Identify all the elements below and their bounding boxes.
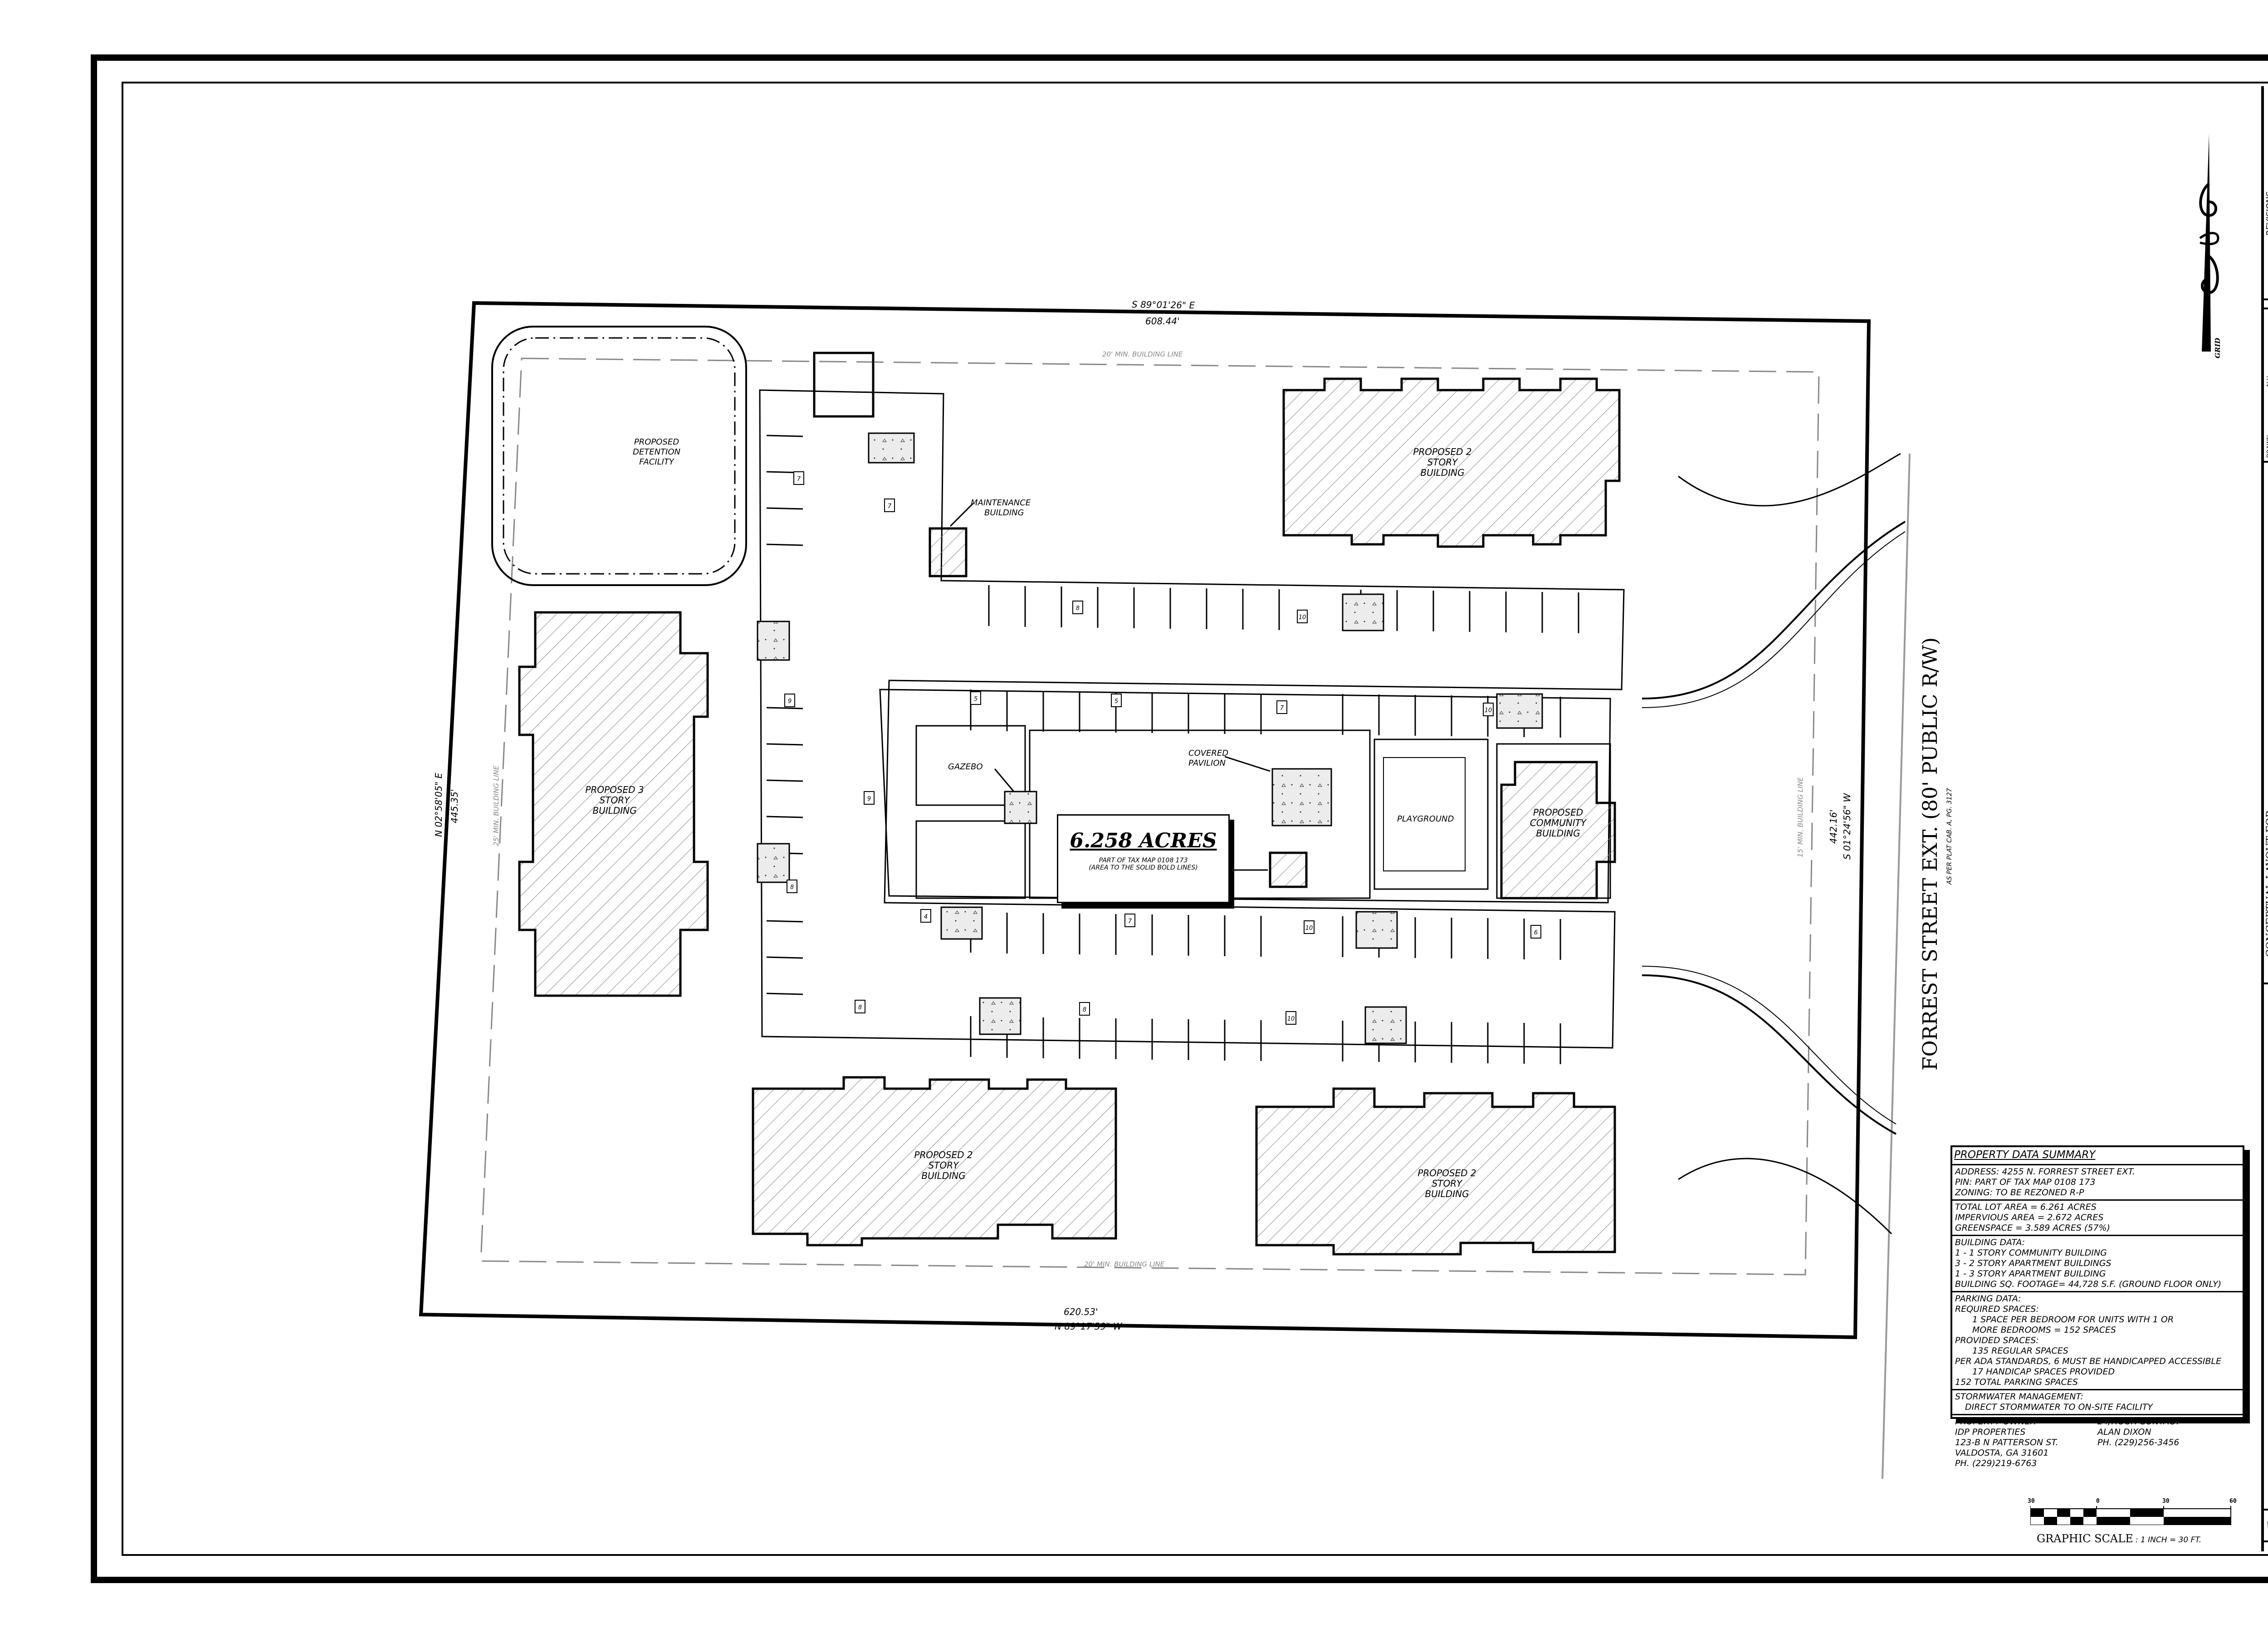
covered-pavilion (1271, 768, 1332, 826)
building-west (518, 611, 709, 997)
pds-stormwater: STORMWATER MANAGEMENT: DIRECT STORMWATER… (1952, 1389, 2243, 1414)
graphic-scale-title: GRAPHIC SCALE (2037, 1532, 2133, 1545)
south-bearing: N 89°17'39" W (1055, 1321, 1122, 1332)
north-distance: 608.44' (1145, 316, 1180, 327)
svg-text:5: 5 (974, 696, 978, 703)
graphic-scale: 30 0 30 60 GRAPHIC SCALE : 1 INCH = 30 F… (2028, 1498, 2237, 1545)
setback-label-east: 15' MIN. BUILDING LINE (1796, 777, 1804, 857)
playground (1383, 757, 1466, 871)
graphic-scale-ratio: : 1 INCH = 30 FT. (2135, 1535, 2202, 1545)
space-count-markers: 7 7 8 10 9 5 5 7 10 9 4 7 10 6 8 8 8 10 (784, 471, 1541, 1025)
maintenance-building (929, 527, 968, 577)
pds-owner: PROPERTY OWNER IDP PROPERTIES 123-B N PA… (1955, 1417, 2058, 1468)
west-distance: 445.35' (449, 789, 460, 823)
pds-24hr-contact: 24/HOUR CONTACT ALAN DIXON PH. (229)256-… (2097, 1417, 2181, 1447)
detention-label: PROPOSED DETENTION FACILITY (633, 437, 681, 467)
property-boundary (419, 301, 1871, 1340)
sheet-outer-border (91, 54, 2268, 1583)
mail-kiosk (1269, 851, 1308, 888)
svg-text:10: 10 (1287, 1016, 1295, 1022)
project-title-block: CONCEPTUAL LAYOUT FOR: FORREST STREET AP… (2264, 463, 2268, 984)
svg-text:7: 7 (888, 503, 892, 510)
scale-bar (2030, 1506, 2231, 1525)
work-order: WORK ORDER: 6639 (2264, 1511, 2268, 1542)
pds-building-data: BUILDING DATA: 1 - 1 STORY COMMUNITY BUI… (1952, 1235, 2243, 1291)
pavilion-label: COVERED PAVILION (1188, 748, 1229, 768)
svg-text:10: 10 (1305, 925, 1313, 932)
setback-label-south: 20' MIN. BUILDING LINE (1084, 1260, 1165, 1268)
west-bearing: N 02°58'05" E (433, 772, 444, 837)
east-bearing: S 01°24'56" W (1842, 793, 1853, 860)
property-data-summary: PROPERTY DATA SUMMARY ADDRESS: 4255 N. F… (1950, 1145, 2244, 1468)
pds-title: PROPERTY DATA SUMMARY (1954, 1149, 2096, 1161)
building-se-label: PROPOSED 2 STORY BUILDING (1418, 1168, 1476, 1199)
community-building-label: PROPOSED COMMUNITY BUILDING (1530, 807, 1587, 839)
svg-text:10: 10 (1485, 707, 1492, 714)
acreage-value: 6.258 ACRES (1070, 829, 1217, 852)
building-sw-label: PROPOSED 2 STORY BUILDING (914, 1149, 973, 1181)
pds-parking-data: PARKING DATA: REQUIRED SPACES: 1 SPACE P… (1952, 1291, 2243, 1389)
drawn-value: ALH (2266, 376, 2268, 388)
setback-label-west: 25' MIN. BUILDING LINE (492, 765, 500, 846)
svg-text:10: 10 (1299, 614, 1306, 621)
site-plan-drawing: 7 7 8 10 9 5 5 7 10 9 4 7 10 6 8 8 8 10 (419, 301, 1911, 1479)
company-block: ASA ENGINEERING & SURVEYING, LLC. 103A S… (2264, 984, 2268, 1511)
road-plat-note: AS PER PLAT CAB. A, PG. 3127 (1946, 788, 1953, 885)
gazebo-label: GAZEBO (948, 762, 983, 772)
building-ne (1282, 377, 1621, 548)
maintenance-building-label: MAINTENANCE BUILDING (971, 498, 1031, 518)
svg-text:8: 8 (1076, 605, 1080, 612)
svg-text:8: 8 (1083, 1007, 1086, 1013)
detention-pond (491, 326, 747, 586)
svg-text:7: 7 (1128, 918, 1132, 925)
building-west-label: PROPOSED 3 STORY BUILDING (585, 784, 644, 816)
ada-parking-pads (757, 432, 1543, 1044)
building-ne-label: PROPOSED 2 STORY BUILDING (1413, 446, 1472, 478)
revisions-table: REVISIONS DATE BY DESCRIPTION DRAWN ALH … (2264, 86, 2268, 463)
title-block: REVISIONS DATE BY DESCRIPTION DRAWN ALH … (2261, 86, 2268, 1551)
svg-text:7: 7 (797, 476, 801, 483)
svg-text:5: 5 (1114, 698, 1118, 705)
east-distance: 442.16' (1828, 809, 1839, 844)
south-distance: 620.53' (1064, 1306, 1098, 1317)
gazebo (1004, 791, 1037, 824)
parking-loop (759, 389, 1625, 1049)
north-arrow-icon (2199, 134, 2219, 352)
setback-label-north: 20' MIN. BUILDING LINE (1102, 350, 1183, 358)
sheet-number: C1.0 (2264, 1569, 2268, 1596)
building-se (1255, 1087, 1616, 1256)
pds-areas: TOTAL LOT AREA = 6.261 ACRES IMPERVIOUS … (1952, 1199, 2243, 1235)
pds-general: ADDRESS: 4255 N. FORREST STREET EXT. PIN… (1952, 1164, 2243, 1199)
road-name: FORREST STREET EXT. (80' PUBLIC R/W) (1919, 637, 1942, 1071)
svg-text:9: 9 (788, 698, 792, 705)
playground-label: PLAYGROUND (1397, 814, 1454, 824)
svg-text:8: 8 (858, 1004, 862, 1011)
svg-text:7: 7 (1280, 705, 1284, 712)
acreage-callout: 6.258 ACRES PART OF TAX MAP 0108 173 (AR… (1057, 814, 1230, 903)
building-sw (752, 1076, 1117, 1247)
community-building (1500, 761, 1616, 900)
revisions-title: REVISIONS (2265, 191, 2268, 236)
north-bearing: S 89°01'26" E (1131, 299, 1195, 311)
layout-heading: CONCEPTUAL LAYOUT FOR: (2265, 807, 2268, 958)
building-setback-line (480, 357, 1820, 1276)
dumpster-enclosure (813, 352, 875, 418)
svg-text:8: 8 (790, 884, 794, 891)
svg-text:9: 9 (867, 796, 871, 802)
svg-text:6: 6 (1534, 929, 1538, 936)
sheet-inner-border (122, 82, 2268, 1556)
svg-text:4: 4 (924, 914, 928, 920)
north-arrow-label: GRID (2214, 337, 2222, 358)
pds-contacts: PROPERTY OWNER IDP PROPERTIES 123-B N PA… (1952, 1414, 2243, 1470)
